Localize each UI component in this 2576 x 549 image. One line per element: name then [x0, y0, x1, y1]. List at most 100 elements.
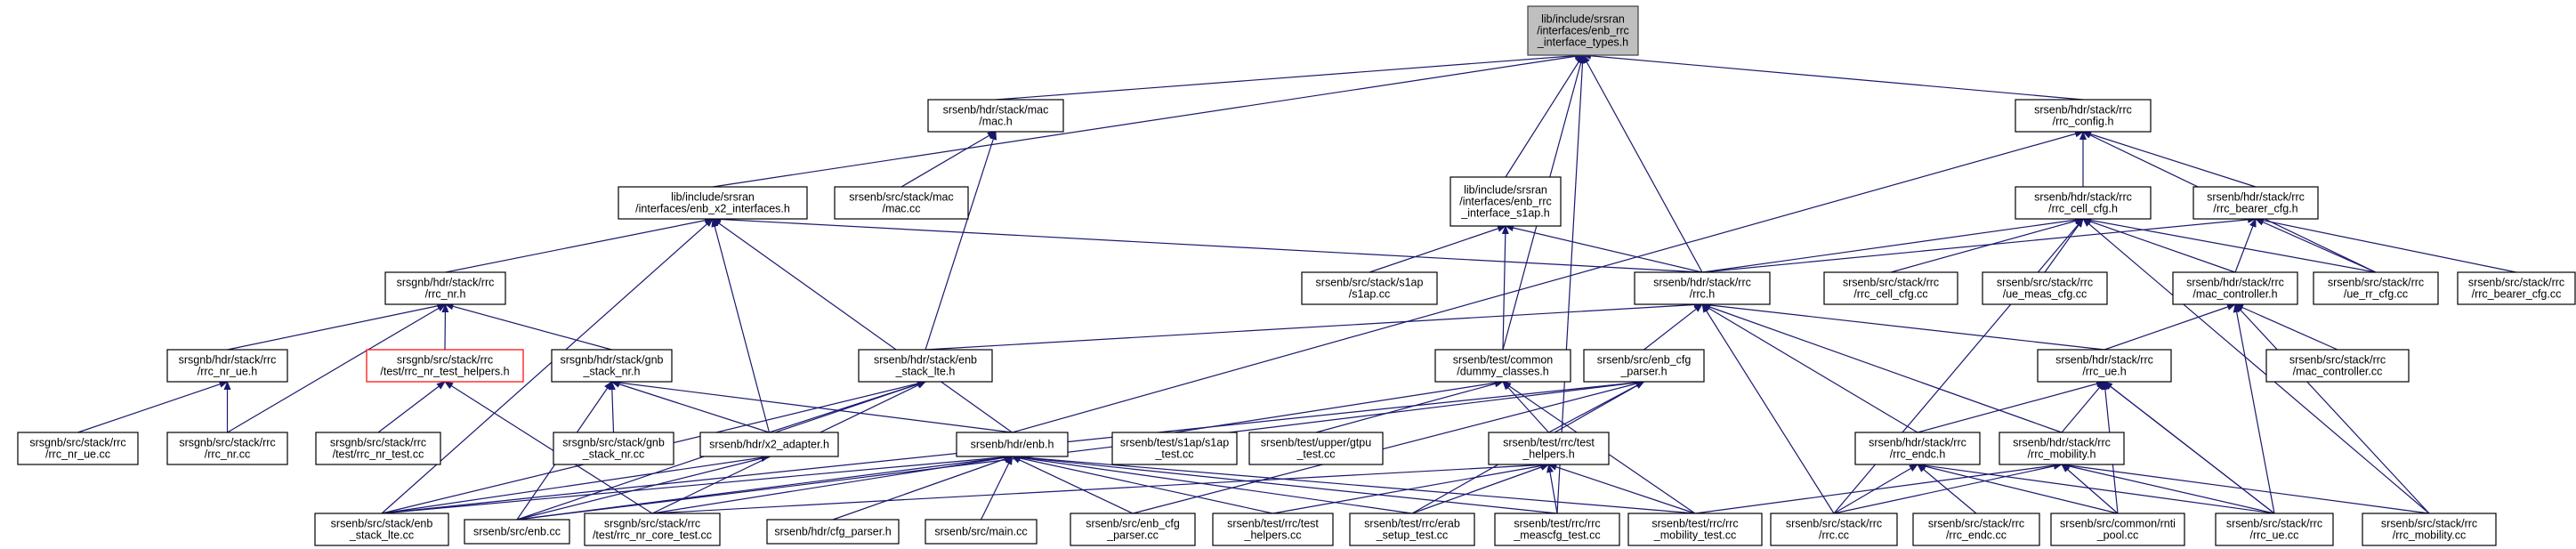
node-label-line: srsenb/test/common	[1453, 354, 1554, 367]
node-rrc-test-helpers-h[interactable]: srsenb/test/rrc/test_helpers.h	[1488, 432, 1610, 465]
edge-x2-adapter-h-to-gnb-stack-nr-h	[610, 380, 770, 433]
node-label-line: srsenb/test/s1ap/s1ap	[1120, 437, 1229, 449]
node-gtpu-test-cc[interactable]: srsenb/test/upper/gtpu_test.cc	[1248, 432, 1384, 465]
edge-rrc-h-to-x2-interfaces	[712, 215, 1703, 273]
node-rrc-bearer-cfg-h[interactable]: srsenb/hdr/stack/rrc/rrc_bearer_cfg.h	[2192, 186, 2319, 220]
node-label-line: srsenb/src/enb_cfg	[1086, 518, 1180, 530]
edge-enb-cc-to-enb-h	[516, 454, 1013, 521]
node-enb-h[interactable]: srsenb/hdr/enb.h	[956, 432, 1069, 457]
node-rrc-config[interactable]: srsenb/hdr/stack/rrc/rrc_config.h	[2015, 99, 2152, 133]
node-label-line: /rrc_cell_cfg.cc	[1853, 288, 1927, 301]
node-rrc-cell-cfg-h[interactable]: srsenb/hdr/stack/rrc/rrc_cell_cfg.h	[2015, 186, 2152, 220]
node-cfg-parser-h[interactable]: srsenb/hdr/cfg_parser.h	[766, 519, 900, 545]
node-label-line: srsenb/src/stack/rrc	[2381, 518, 2477, 530]
node-ue-rr-cfg-cc[interactable]: srsenb/src/stack/rrc/ue_rr_cfg.cc	[2313, 271, 2439, 305]
node-label-line: /ue_meas_cfg.cc	[2003, 288, 2087, 301]
node-gnb-stack-nr-cc[interactable]: srsgnb/src/stack/gnb_stack_nr.cc	[553, 432, 674, 465]
node-enb-cc[interactable]: srsenb/src/enb.cc	[464, 519, 570, 545]
node-rrc-cell-cfg-cc[interactable]: srsenb/src/stack/rrc/rrc_cell_cfg.cc	[1823, 271, 1958, 305]
node-s1ap-test-cc[interactable]: srsenb/test/s1ap/s1ap_test.cc	[1111, 432, 1238, 465]
node-rrc-nr-ue-cc[interactable]: srsgnb/src/stack/rrc/rrc_nr_ue.cc	[17, 432, 139, 465]
node-label-line: srsgnb/src/stack/rrc	[179, 437, 275, 449]
node-label-line: _pool.cc	[2096, 529, 2139, 542]
node-x2-adapter-h[interactable]: srsenb/hdr/x2_adapter.h	[699, 432, 839, 457]
node-box	[2215, 513, 2334, 546]
node-label-line: srsenb/test/rrc/test	[1503, 437, 1595, 449]
node-ue-meas-cfg-cc[interactable]: srsenb/src/stack/rrc/ue_meas_cfg.cc	[1982, 271, 2108, 305]
node-rrc-mobility-cc[interactable]: srsenb/src/stack/rrc/rrc_mobility.cc	[2362, 513, 2497, 546]
edge-rrc-cc-to-rrc-h	[1701, 303, 1835, 514]
node-main-cc[interactable]: srsenb/src/main.cc	[925, 519, 1038, 545]
node-box	[553, 432, 674, 465]
node-dummy-classes-h[interactable]: srsenb/test/common/dummy_classes.h	[1434, 349, 1571, 383]
node-rrc-nr-cc[interactable]: srsgnb/src/stack/rrc/rrc_nr.cc	[166, 432, 288, 465]
node-box	[925, 519, 1038, 545]
node-rrc-ue-cc[interactable]: srsenb/src/stack/rrc/rrc_ue.cc	[2215, 513, 2334, 546]
edge-rrc-nr-h-to-x2-interfaces	[445, 216, 714, 273]
node-label-line: /rrc_mobility.h	[2028, 448, 2096, 461]
node-mac-controller-h[interactable]: srsenb/hdr/stack/rrc/mac_controller.h	[2172, 271, 2298, 305]
node-label-line: _test.cc	[1296, 448, 1335, 461]
node-rrc-interface-s1ap[interactable]: lib/include/srsran/interfaces/enb_rrc_in…	[1450, 176, 1562, 227]
edge-rrc-h-to-rrc-interface-s1ap	[1505, 224, 1703, 273]
node-box	[1627, 513, 1763, 546]
node-label-line: /s1ap.cc	[1349, 288, 1391, 301]
node-rrc-nr-test-helpers-h[interactable]: srsgnb/src/stack/rrc/test/rrc_nr_test_he…	[366, 349, 524, 383]
node-gnb-stack-nr-h[interactable]: srsgnb/hdr/stack/gnb_stack_nr.h	[551, 349, 673, 383]
node-rrc-nr-core-test-cc[interactable]: srsgnb/src/stack/rrc/test/rrc_nr_core_te…	[584, 513, 721, 546]
node-rrc-mobility-h[interactable]: srsenb/hdr/stack/rrc/rrc_mobility.h	[1999, 432, 2125, 465]
node-rrc-nr-test-cc[interactable]: srsgnb/src/stack/rrc/test/rrc_nr_test.cc	[315, 432, 441, 465]
node-label-line: /interfaces/enb_rrc	[1537, 25, 1629, 37]
node-enb-stack-lte-h[interactable]: srsenb/hdr/stack/enb_stack_lte.h	[858, 349, 993, 383]
node-label-line: srsgnb/src/stack/rrc	[397, 354, 493, 367]
node-box	[1488, 432, 1610, 465]
node-rrc-ue-h[interactable]: srsenb/hdr/stack/rrc/rrc_ue.h	[2037, 349, 2172, 383]
node-rrc-cc[interactable]: srsenb/src/stack/rrc/rrc.cc	[1770, 513, 1898, 546]
edge-mobility-test-cc-to-rrc-mobility-h	[1694, 462, 2063, 514]
edge-rrc-ue-cc-to-rrc-mobility-h	[2061, 463, 2275, 514]
node-test-helpers-cc[interactable]: srsenb/test/rrc/test_helpers.cc	[1212, 513, 1334, 546]
node-enb-cfg-parser-h[interactable]: srsenb/src/enb_cfg_parser.h	[1583, 349, 1705, 383]
node-mobility-test-cc[interactable]: srsenb/test/rrc/rrc_mobility_test.cc	[1627, 513, 1763, 546]
edge-rrc-mobility-cc-to-mac-controller-h	[2234, 303, 2430, 514]
edge-rrc-nr-core-test-cc-to-enb-h	[651, 454, 1013, 514]
edge-mac-controller-h-to-rrc-cell-cfg-h	[2082, 218, 2236, 273]
node-s1ap-cc[interactable]: srsenb/src/stack/s1ap/s1ap.cc	[1301, 271, 1438, 305]
node-label-line: _test.cc	[1154, 448, 1193, 461]
node-label-line: /rrc_ue.cc	[2250, 529, 2299, 542]
node-x2-interfaces[interactable]: lib/include/srsran/interfaces/enb_x2_int…	[618, 186, 808, 220]
node-label-line: /rrc_mobility.cc	[2393, 529, 2466, 542]
node-rrc-endc-cc[interactable]: srsenb/src/stack/rrc/rrc_endc.cc	[1912, 513, 2040, 546]
node-label-line: lib/include/srsran	[671, 191, 755, 204]
node-mac-cc[interactable]: srsenb/src/stack/mac/mac.cc	[834, 186, 969, 220]
node-box	[618, 186, 808, 220]
node-enb-cfg-parser-cc[interactable]: srsenb/src/enb_cfg_parser.cc	[1070, 513, 1196, 546]
node-root[interactable]: lib/include/srsran/interfaces/enb_rrc_in…	[1527, 5, 1639, 56]
node-mac-controller-cc[interactable]: srsenb/src/stack/rrc/mac_controller.cc	[2265, 349, 2410, 383]
node-rrc-nr-h[interactable]: srsgnb/hdr/stack/rrc/rrc_nr.h	[384, 271, 506, 305]
node-box	[2362, 513, 2497, 546]
node-meascfg-test-cc[interactable]: srsenb/test/rrc/rrc_meascfg_test.cc	[1494, 513, 1620, 546]
edge-rrc-nr-ue-cc-to-rrc-nr-ue-h	[77, 381, 229, 433]
node-enb-stack-lte-cc[interactable]: srsenb/src/stack/enb_stack_lte.cc	[314, 513, 449, 546]
edge-rrc-nr-cc-to-rrc-nr-h	[227, 303, 447, 433]
edge-erab-setup-test-cc-to-rrc-test-helpers-h	[1411, 464, 1550, 514]
node-label-line: srsgnb/src/stack/gnb	[562, 437, 665, 449]
edge-rnti-pool-cc-to-rrc-mobility-h	[2061, 464, 2119, 514]
node-erab-setup-test-cc[interactable]: srsenb/test/rrc/erab_setup_test.cc	[1349, 513, 1475, 546]
node-rrc-h[interactable]: srsenb/hdr/stack/rrc/rrc.h	[1634, 271, 1771, 305]
node-box	[1111, 432, 1238, 465]
node-label-line: _interface_types.h	[1537, 36, 1628, 49]
node-rrc-endc-h[interactable]: srsenb/hdr/stack/rrc/rrc_endc.h	[1854, 432, 1981, 465]
edge-rrc-nr-test-helpers-h-to-rrc-nr-h	[441, 303, 449, 351]
node-box	[1494, 513, 1620, 546]
node-rnti-pool-cc[interactable]: srsenb/src/common/rnti_pool.cc	[2050, 513, 2185, 546]
node-rrc-bearer-cfg-cc[interactable]: srsenb/src/stack/rrc/rrc_bearer_cfg.cc	[2457, 271, 2576, 305]
edge-rrc-nr-ue-h-to-rrc-nr-h	[227, 302, 447, 351]
node-label-line: srsenb/src/stack/rrc	[2468, 277, 2564, 289]
edge-x2-adapter-h-to-x2-interfaces	[711, 218, 771, 433]
node-mac-h[interactable]: srsenb/hdr/stack/mac/mac.h	[927, 99, 1064, 133]
node-label-line: srsenb/test/rrc/test	[1227, 518, 1319, 530]
node-label-line: srsenb/test/rrc/rrc	[1651, 518, 1738, 530]
node-rrc-nr-ue-h[interactable]: srsgnb/hdr/stack/rrc/rrc_nr_ue.h	[166, 349, 288, 383]
